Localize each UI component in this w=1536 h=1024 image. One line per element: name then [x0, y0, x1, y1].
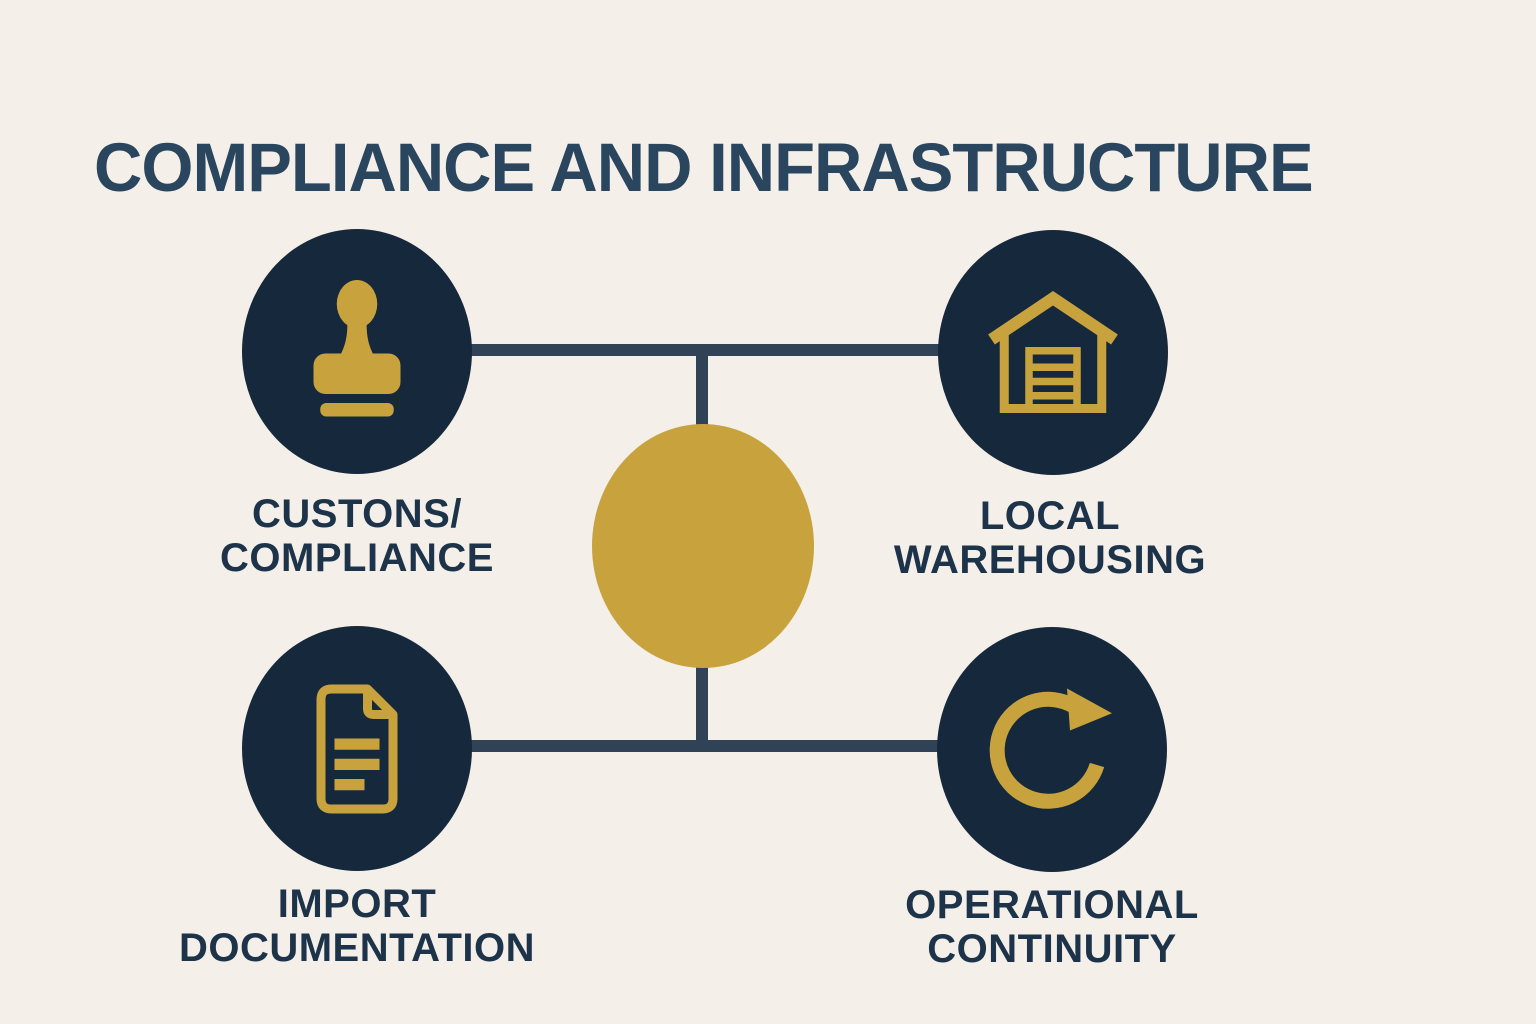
label-line: CUSTONS/ — [252, 492, 462, 536]
connector-bottom-vertical — [696, 658, 708, 752]
label-operational-continuity: OPERATIONAL CONTINUITY — [842, 883, 1262, 971]
label-line: LOCAL — [979, 494, 1121, 538]
label-line: DOCUMENTATION — [178, 926, 536, 970]
document-icon — [316, 684, 398, 813]
node-local-warehousing — [938, 230, 1168, 475]
connector-bottom-horizontal — [357, 740, 1053, 752]
node-customs-compliance — [242, 229, 472, 474]
node-operational-continuity — [937, 627, 1167, 872]
node-import-documentation — [242, 626, 472, 871]
refresh-icon — [989, 688, 1112, 809]
label-import-documentation: IMPORT DOCUMENTATION — [147, 882, 567, 970]
warehouse-icon — [988, 290, 1118, 413]
page-title: COMPLIANCE AND INFRASTRUCTURE — [94, 129, 1314, 207]
label-line: OPERATIONAL — [905, 883, 1199, 927]
central-hub-circle — [592, 424, 814, 668]
label-customs-compliance: CUSTONS/ COMPLIANCE — [147, 492, 567, 580]
connector-top-vertical — [696, 344, 708, 440]
label-local-warehousing: LOCAL WAREHOUSING — [840, 494, 1260, 582]
stamp-icon — [313, 279, 401, 416]
label-line: WAREHOUSING — [893, 538, 1207, 582]
label-line: CONTINUITY — [927, 927, 1177, 971]
label-line: IMPORT — [277, 882, 437, 926]
label-line: COMPLIANCE — [220, 536, 494, 580]
